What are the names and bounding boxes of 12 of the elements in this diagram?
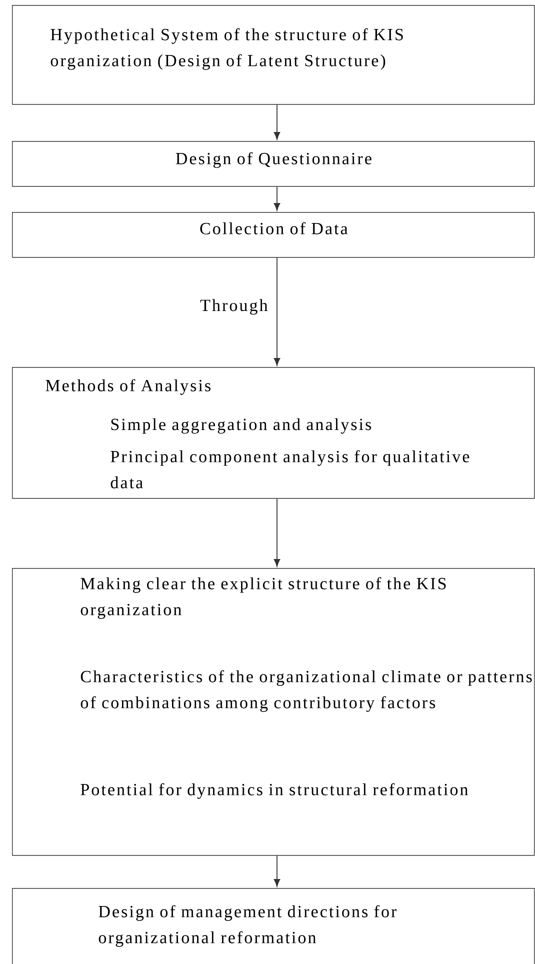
- process-box: Design of Questionnaire: [12, 141, 535, 187]
- process-box: Design of management directions for organizational reformation: [12, 888, 535, 964]
- arrow: [274, 104, 280, 140]
- process-box: Collection of Data: [12, 212, 535, 258]
- edge-label: Through: [199, 298, 269, 316]
- process-box: Making clear the explicit structure of the KIS organization Characteristics of the organizational climate or patterns of combinations among contributory factors Potential for dynamics in structural reformation: [12, 568, 535, 856]
- arrow: [274, 855, 280, 887]
- process-box: Hypothetical System of the structure of KIS organization (Design of Latent Structure): [12, 5, 535, 105]
- process-box: Methods of Analysis Simple aggregation and analysis Principal component analysis for qualitative data: [12, 367, 535, 499]
- arrow: [274, 498, 280, 567]
- arrow: [274, 186, 280, 211]
- arrow: [274, 257, 280, 366]
